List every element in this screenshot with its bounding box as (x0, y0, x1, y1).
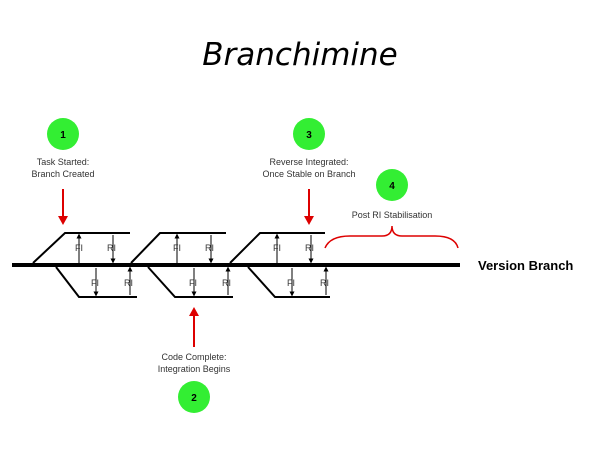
branch-1-lower-ri-label: RI (124, 278, 133, 288)
branch-2: FI RI FI RI (130, 232, 233, 298)
branch-3-lower-ri-label: RI (320, 278, 329, 288)
step-3: 3 Reverse Integrated: Once Stable on Bra… (262, 118, 356, 225)
step-3-arrowhead (304, 216, 314, 225)
step-4-caption: Post RI Stabilisation (352, 210, 433, 220)
branch-3-upper-ri-label: RI (305, 243, 314, 253)
branch-2-upper-fi-label: FI (173, 243, 181, 253)
branch-2-lower-fi-label: FI (189, 278, 197, 288)
branch-2-lower-ri-label: RI (222, 278, 231, 288)
step-1-caption-line2: Branch Created (31, 169, 94, 179)
branch-3-lower-line (247, 266, 330, 298)
step-2-number: 2 (191, 393, 197, 404)
step-4-circle (376, 169, 408, 201)
branch-1-lower-fi-label: FI (91, 278, 99, 288)
branch-1-upper-line (32, 232, 130, 264)
step-1-caption-line1: Task Started: (37, 157, 90, 167)
branch-3-lower-fi-label: FI (287, 278, 295, 288)
step-1-circle (47, 118, 79, 150)
step-3-circle (293, 118, 325, 150)
step-3-caption-line1: Reverse Integrated: (269, 157, 348, 167)
branch-1: FI RI FI RI (32, 232, 137, 298)
branch-2-lower-line (147, 266, 233, 298)
branch-2-upper-ri-label: RI (205, 243, 214, 253)
step-2-caption-line2: Integration Begins (158, 364, 231, 374)
version-branch-label: Version Branch (478, 258, 573, 273)
step-2-circle (178, 381, 210, 413)
stabilisation-brace (324, 225, 459, 249)
branch-3-upper-line (229, 232, 325, 264)
branch-1-upper-ri-label: RI (107, 243, 116, 253)
step-1-arrowhead (58, 216, 68, 225)
step-4: 4 Post RI Stabilisation (324, 169, 459, 249)
step-4-number: 4 (389, 181, 395, 192)
branch-1-upper-fi-label: FI (75, 243, 83, 253)
step-3-number: 3 (306, 130, 312, 141)
branch-1-lower-line (55, 266, 137, 298)
slide-title: Branchimine (202, 37, 398, 73)
step-1: 1 Task Started: Branch Created (31, 118, 95, 225)
step-3-caption-line2: Once Stable on Branch (262, 169, 355, 179)
step-2: Code Complete: Integration Begins 2 (158, 307, 231, 413)
branch-2-upper-line (130, 232, 226, 264)
step-2-arrowhead (189, 307, 199, 316)
branch-3-upper-fi-label: FI (273, 243, 281, 253)
step-1-number: 1 (60, 130, 66, 141)
branch-3: FI RI FI RI (229, 232, 330, 298)
step-2-caption-line1: Code Complete: (161, 352, 226, 362)
